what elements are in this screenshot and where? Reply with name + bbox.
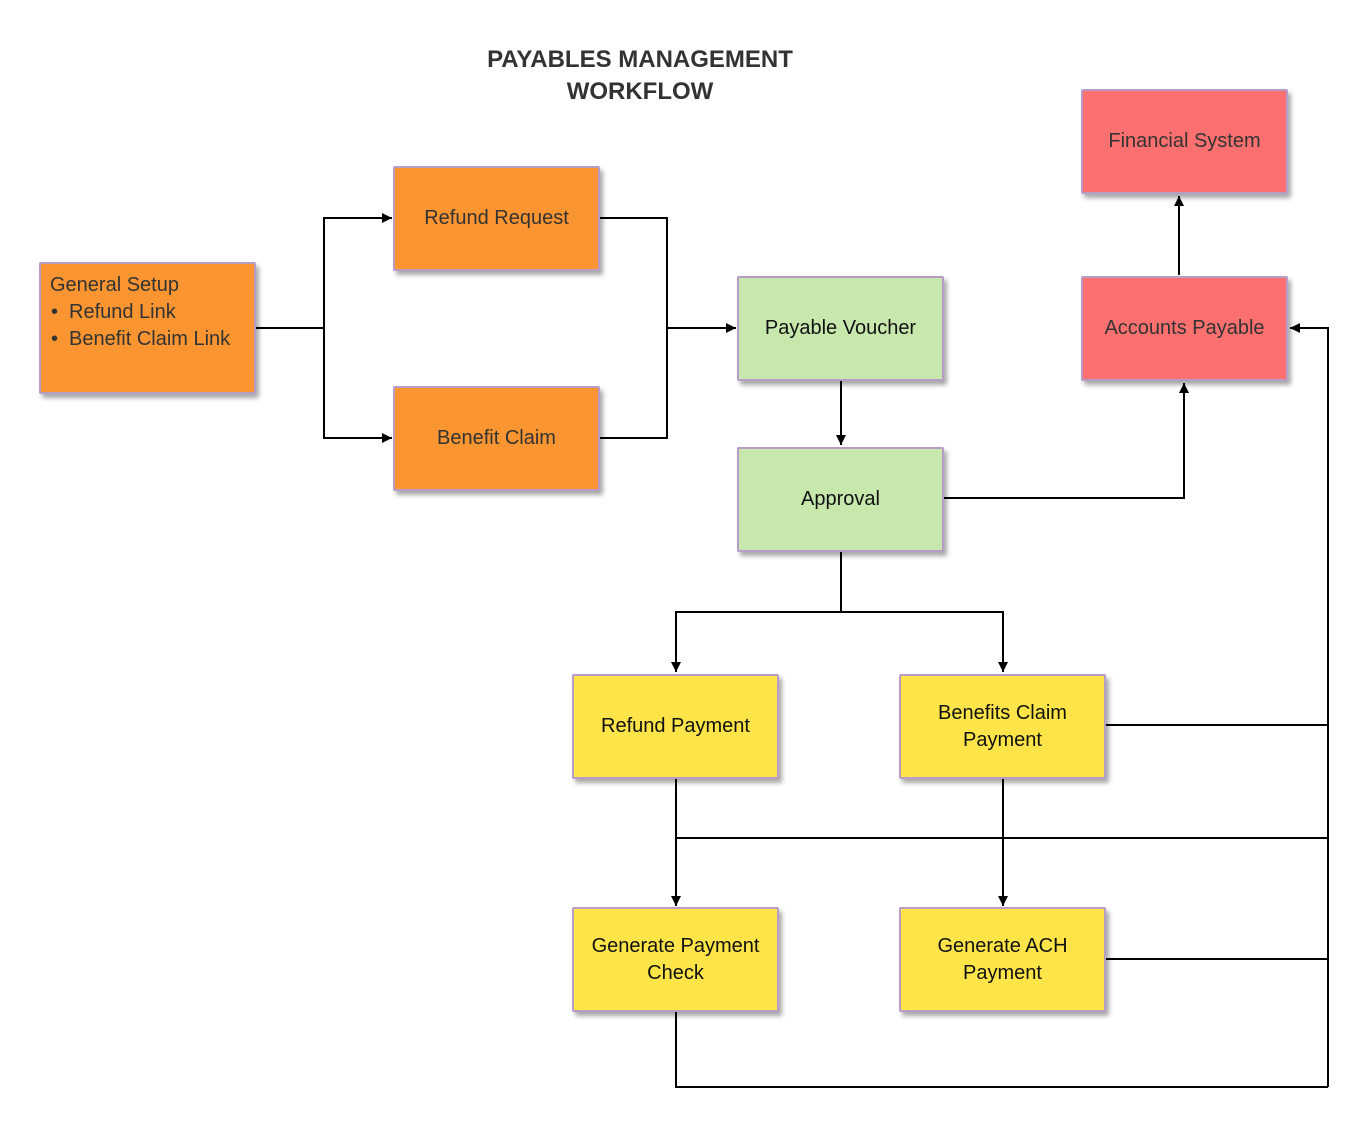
node-financial-system[interactable]: Financial System — [1081, 89, 1288, 194]
diagram-title-line-1: PAYABLES MANAGEMENT — [487, 46, 793, 73]
general-setup-title: General Setup — [50, 274, 179, 296]
node-generate-payment-check-label: Generate Payment Check — [591, 934, 760, 984]
node-benefit-claim[interactable]: Benefit Claim — [393, 386, 600, 491]
node-generate-payment-check[interactable]: Generate Payment Check — [572, 907, 779, 1012]
node-generate-ach-payment-label: Generate ACH Payment — [937, 934, 1068, 984]
node-general-setup[interactable]: General Setup Refund Link Benefit Claim … — [39, 262, 256, 394]
node-approval-label: Approval — [801, 488, 880, 510]
general-setup-item-refund-link: Refund Link — [50, 299, 230, 326]
general-setup-item-benefit-claim-link: Benefit Claim Link — [50, 326, 230, 353]
node-benefits-claim-payment-label: Benefits Claim Payment — [938, 701, 1067, 751]
node-approval[interactable]: Approval — [737, 447, 944, 552]
node-refund-request[interactable]: Refund Request — [393, 166, 600, 271]
node-accounts-payable[interactable]: Accounts Payable — [1081, 276, 1288, 381]
node-refund-payment[interactable]: Refund Payment — [572, 674, 779, 779]
node-generate-ach-payment[interactable]: Generate ACH Payment — [899, 907, 1106, 1012]
connector-approval-to-refund-payment — [671, 611, 841, 672]
connector-check-to-accounts-payable — [675, 1012, 1328, 1088]
diagram-title-line-2: WORKFLOW — [566, 78, 714, 105]
connector-benefit-claim-merge — [600, 328, 668, 439]
diagram-title: PAYABLES MANAGEMENT WORKFLOW — [440, 44, 840, 108]
connector-approval-to-benefits-claim-payment — [841, 611, 1008, 672]
node-accounts-payable-label: Accounts Payable — [1104, 317, 1265, 339]
connector-approval-to-accounts-payable — [944, 383, 1189, 499]
connector-setup-to-refund-request — [323, 213, 392, 328]
connector-refund-request-merge — [600, 217, 668, 328]
general-setup-list: Refund Link Benefit Claim Link — [50, 299, 230, 353]
general-setup-content: General Setup Refund Link Benefit Claim … — [50, 272, 230, 353]
node-financial-system-label: Financial System — [1108, 130, 1261, 152]
connector-setup-to-benefit-claim — [323, 328, 392, 443]
connector-return-bus-to-accounts-payable — [1290, 323, 1329, 1087]
node-refund-request-label: Refund Request — [424, 207, 569, 229]
node-payable-voucher-label: Payable Voucher — [764, 317, 917, 339]
node-benefit-claim-label: Benefit Claim — [437, 427, 556, 449]
node-refund-payment-label: Refund Payment — [601, 715, 750, 737]
node-payable-voucher[interactable]: Payable Voucher — [737, 276, 944, 381]
node-benefits-claim-payment[interactable]: Benefits Claim Payment — [899, 674, 1106, 779]
